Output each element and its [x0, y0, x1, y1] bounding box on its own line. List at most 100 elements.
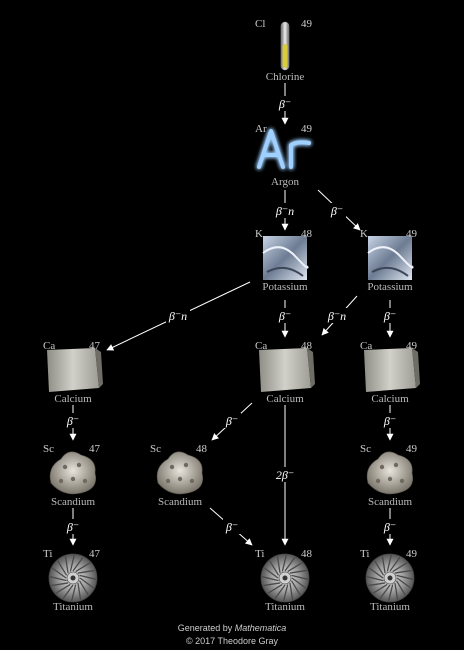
decay-label-bg — [381, 519, 399, 534]
decay-edge-k48-ca48: β⁻ — [276, 300, 294, 338]
decay-mode-label: β⁻ — [225, 414, 238, 428]
decay-label-bg — [223, 413, 241, 428]
nuclide-symbol: Cl — [255, 18, 265, 30]
nuclide-symbol: Ti — [360, 548, 369, 560]
nuclide-element-name: Calcium — [371, 393, 409, 405]
nuclide-symbol: K — [360, 228, 368, 240]
nuclide-mass-number: 48 — [196, 443, 208, 455]
nuclide-mass-number: 48 — [301, 340, 313, 352]
potassium-chunk-icon — [367, 236, 414, 280]
footer-line-1: Generated by Mathematica — [0, 623, 464, 633]
nuclide-element-name: Titanium — [370, 601, 410, 613]
scandium-lump-icon — [49, 451, 96, 495]
nuclide-symbol: Ti — [43, 548, 52, 560]
titanium-turbine-icon — [260, 553, 310, 603]
decay-edge-ar49-k48: β⁻n — [273, 190, 297, 231]
nuclide-element-name: Titanium — [53, 601, 93, 613]
nuclide-symbol: Ti — [255, 548, 264, 560]
calcium-block-icon — [259, 348, 315, 392]
decay-edge-ca47-sc47: β⁻ — [64, 405, 82, 441]
decay-label-bg — [325, 308, 349, 323]
decay-edge-sc48-ti48: β⁻ — [209, 507, 253, 546]
decay-label-bg — [381, 308, 399, 323]
potassium-chunk-icon — [262, 236, 309, 280]
decay-label-bg — [166, 308, 190, 323]
nuclide-element-name: Argon — [271, 176, 299, 188]
decay-mode-label: β⁻ — [383, 414, 396, 428]
decay-mode-label: β⁻n — [327, 309, 346, 323]
decay-label-bg — [273, 203, 297, 218]
nuclide-element-name: Titanium — [265, 601, 305, 613]
nuclide-element-name: Potassium — [262, 281, 308, 293]
nuclide-element-name: Potassium — [367, 281, 413, 293]
decay-mode-label: β⁻ — [330, 204, 343, 218]
nuclide-element-name: Chlorine — [266, 71, 305, 83]
decay-edge-cl49-ar49: β⁻ — [276, 83, 294, 125]
nuclide-mass-number: 49 — [301, 123, 313, 135]
nuclide-element-name: Scandium — [368, 496, 412, 508]
nuclide-symbol: Sc — [360, 443, 371, 455]
decay-label-bg — [276, 308, 294, 323]
scandium-lump-icon — [366, 451, 413, 495]
decay-label-bg — [64, 519, 82, 534]
decay-mode-label: β⁻ — [225, 520, 238, 534]
nuclide-mass-number: 49 — [406, 548, 418, 560]
chlorine-tube-icon — [280, 21, 290, 71]
decay-label-bg — [223, 519, 241, 534]
calcium-block-icon — [364, 348, 420, 392]
decay-edge-ca49-sc49: β⁻ — [381, 405, 399, 441]
nuclide-element-name: Scandium — [51, 496, 95, 508]
footer-app-name: Mathematica — [234, 623, 287, 633]
decay-edge-k48-ca47: β⁻n — [106, 281, 251, 351]
footer-copyright: © 2017 Theodore Gray — [185, 636, 279, 646]
decay-mode-label: β⁻ — [278, 97, 291, 111]
nuclide-mass-number: 49 — [301, 18, 313, 30]
nuclide-symbol: Ca — [43, 340, 55, 352]
nuclide-symbol: Ar — [255, 123, 267, 135]
decay-edge-k49-ca49: β⁻ — [381, 300, 399, 338]
decay-edge-sc47-ti47: β⁻ — [64, 508, 82, 546]
decay-mode-label: β⁻n — [275, 204, 294, 218]
nuclide-mass-number: 48 — [301, 228, 313, 240]
decay-label-bg — [276, 96, 294, 111]
titanium-turbine-icon — [365, 553, 415, 603]
nuclide-element-name: Scandium — [158, 496, 202, 508]
decay-label-bg — [381, 413, 399, 428]
decay-mode-label: 2β⁻ — [276, 468, 294, 482]
calcium-block-icon — [47, 348, 103, 392]
decay-edge-sc49-ti49: β⁻ — [381, 508, 399, 546]
nuclide-mass-number: 47 — [89, 443, 101, 455]
nuclide-symbol: Ca — [255, 340, 267, 352]
nuclide-element-name: Calcium — [54, 393, 92, 405]
nuclide-mass-number: 48 — [301, 548, 313, 560]
decay-mode-label: β⁻n — [168, 309, 187, 323]
decay-edge-ar49-k49: β⁻ — [317, 189, 361, 231]
decay-mode-label: β⁻ — [66, 520, 79, 534]
nuclide-mass-number: 47 — [89, 548, 101, 560]
decay-edge-ca48-ti48: 2β⁻ — [273, 405, 297, 546]
footer-prefix: Generated by — [177, 623, 233, 633]
nuclide-symbol: K — [255, 228, 263, 240]
nuclide-mass-number: 49 — [406, 443, 418, 455]
decay-label-bg — [64, 413, 82, 428]
decay-mode-label: β⁻ — [278, 309, 291, 323]
decay-mode-label: β⁻ — [383, 309, 396, 323]
nuclide-mass-number: 49 — [406, 228, 418, 240]
argon-glow-icon — [257, 129, 311, 169]
nuclide-element-name: Calcium — [266, 393, 304, 405]
nuclide-symbol: Sc — [43, 443, 54, 455]
